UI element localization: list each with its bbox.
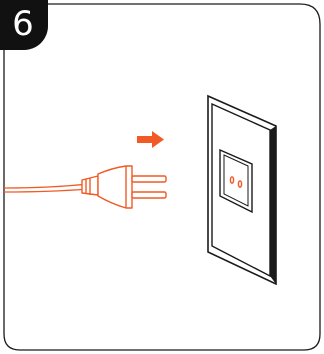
arrow-right-icon bbox=[137, 131, 164, 148]
wall-outlet-icon bbox=[208, 96, 276, 284]
step-number: 6 bbox=[12, 7, 34, 41]
power-plug-icon bbox=[4, 166, 166, 208]
plug-cord bbox=[4, 184, 88, 188]
step-number-badge: 6 bbox=[0, 0, 48, 50]
